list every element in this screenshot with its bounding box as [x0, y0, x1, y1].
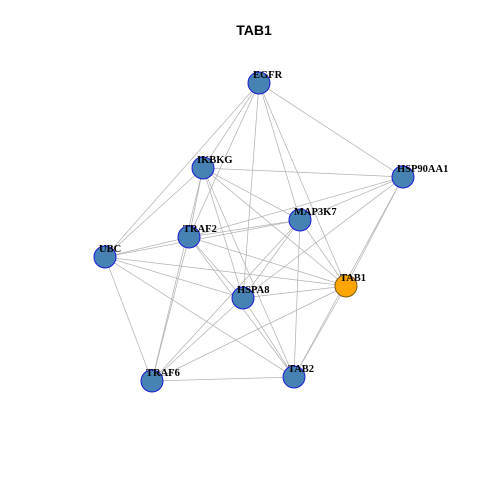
edge-ikbkg-ubc	[104, 167, 204, 258]
node-label-traf6: TRAF6	[146, 368, 180, 379]
node-label-traf2: TRAF2	[183, 224, 217, 235]
edge-hsp90aa1-map3k7	[299, 176, 404, 221]
edge-hsp90aa1-hspa8	[242, 176, 404, 299]
node-label-ikbkg: IKBKG	[197, 155, 233, 166]
node-ikbkg	[191, 156, 215, 180]
edge-map3k7-tab1	[299, 219, 347, 287]
edge-egfr-traf2	[188, 82, 260, 238]
node-label-hsp90aa1: HSP90AA1	[397, 164, 448, 175]
edge-map3k7-traf6	[151, 219, 301, 382]
edge-hspa8-tab2	[242, 297, 295, 378]
node-label-ubc: UBC	[99, 244, 121, 255]
node-egfr	[247, 71, 271, 95]
edge-tab1-hspa8	[242, 285, 347, 299]
edge-traf2-ubc	[104, 236, 190, 258]
edge-ubc-hspa8	[104, 256, 244, 299]
node-traf6	[140, 369, 164, 393]
node-tab1	[334, 274, 358, 298]
edge-map3k7-traf2	[188, 219, 301, 238]
edge-ikbkg-hspa8	[202, 167, 244, 299]
edge-map3k7-hspa8	[242, 219, 301, 299]
edge-traf2-traf6	[151, 236, 190, 382]
node-label-hspa8: HSPA8	[237, 285, 269, 296]
node-hsp90aa1	[391, 165, 415, 189]
edge-egfr-hsp90aa1	[258, 82, 404, 178]
node-map3k7	[288, 208, 312, 232]
edge-traf2-hspa8	[188, 236, 244, 299]
diagram-title: TAB1	[236, 22, 272, 38]
edge-egfr-map3k7	[258, 82, 301, 221]
edge-ubc-tab1	[104, 256, 347, 287]
edge-ikbkg-hsp90aa1	[202, 167, 404, 178]
node-layer	[93, 71, 415, 393]
edge-egfr-ikbkg	[202, 82, 260, 169]
edge-ikbkg-tab1	[202, 167, 347, 287]
edge-tab1-tab2	[293, 285, 347, 378]
edge-ubc-traf6	[104, 256, 153, 382]
edge-hspa8-traf6	[151, 297, 244, 382]
edge-hsp90aa1-traf2	[188, 176, 404, 238]
edge-traf2-tab1	[188, 236, 347, 287]
edge-egfr-tab1	[258, 82, 347, 287]
node-ubc	[93, 245, 117, 269]
node-traf2	[177, 225, 201, 249]
edge-ubc-tab2	[104, 256, 295, 378]
edge-ikbkg-tab2	[202, 167, 295, 378]
edge-map3k7-ubc	[104, 219, 301, 258]
node-label-tab1: TAB1	[340, 273, 366, 284]
edge-egfr-ubc	[104, 82, 260, 258]
node-hspa8	[231, 286, 255, 310]
edge-ikbkg-map3k7	[202, 167, 301, 221]
edge-layer	[104, 82, 404, 382]
node-label-map3k7: MAP3K7	[294, 207, 337, 218]
node-tab2	[282, 365, 306, 389]
edge-traf6-tab2	[151, 376, 295, 382]
edge-ikbkg-traf6	[151, 167, 204, 382]
node-label-tab2: TAB2	[288, 364, 314, 375]
node-label-egfr: EGFR	[253, 70, 283, 81]
edge-ikbkg-traf2	[188, 167, 204, 238]
edge-tab1-traf6	[151, 285, 347, 382]
edge-map3k7-tab2	[293, 219, 301, 378]
edge-egfr-hspa8	[242, 82, 260, 299]
